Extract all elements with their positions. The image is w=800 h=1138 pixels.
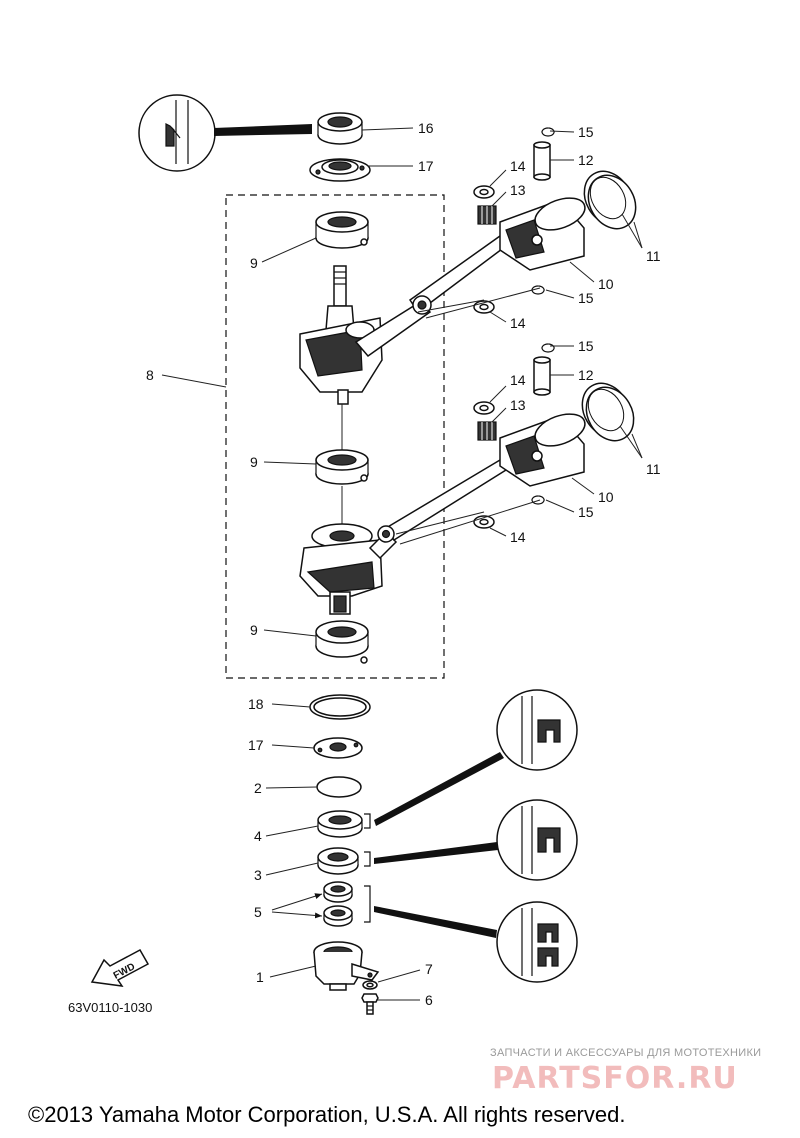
bolt-6 xyxy=(361,993,379,1015)
callout-18: 18 xyxy=(248,696,264,712)
copyright-notice: ©2013 Yamaha Motor Corporation, U.S.A. A… xyxy=(28,1102,625,1127)
oil-seal-housing-1 xyxy=(313,941,380,991)
crankshaft-upper xyxy=(299,265,383,405)
detail-pointer-4 xyxy=(374,752,504,826)
callout-10-lower: 10 xyxy=(598,489,614,505)
callout-14-top-a: 14 xyxy=(510,158,526,174)
callout-15-top-b: 15 xyxy=(578,290,594,306)
callout-9-bottom: 9 xyxy=(250,622,258,638)
o-ring-2 xyxy=(316,776,362,798)
detail-pointer-3 xyxy=(374,842,498,864)
clip-15-top-a xyxy=(541,127,555,137)
callout-3: 3 xyxy=(254,867,262,883)
callout-2: 2 xyxy=(254,780,262,796)
figure-code: 63V0110-1030 xyxy=(68,1000,152,1015)
callout-11-lower: 11 xyxy=(646,461,661,477)
callout-12-lower: 12 xyxy=(578,367,594,383)
bracket-5 xyxy=(364,885,371,923)
callout-4: 4 xyxy=(254,828,262,844)
clip-15-lower-a xyxy=(541,343,555,353)
oil-seal-3 xyxy=(317,847,359,875)
oil-seal-5-upper xyxy=(323,881,353,903)
bearing-9-bottom xyxy=(315,620,369,664)
callout-15-top-a: 15 xyxy=(578,124,594,140)
bracket-4 xyxy=(364,813,371,829)
piston-10-lower xyxy=(499,413,586,487)
clip-15-top-b xyxy=(531,285,545,295)
callout-6: 6 xyxy=(425,992,433,1008)
clip-15-lower-b xyxy=(531,495,545,505)
washer-7 xyxy=(362,980,378,990)
oil-seal-4 xyxy=(317,810,363,838)
seal-orientation-detail-5 xyxy=(496,901,578,983)
piston-rings-11-lower xyxy=(581,382,635,442)
callout-14-lower-a: 14 xyxy=(510,372,526,388)
watermark-brand: PARTSFOR.RU xyxy=(492,1061,738,1096)
detail-pointer-5 xyxy=(374,906,497,938)
detail-pointer-16 xyxy=(214,124,312,136)
piston-rings-11-top xyxy=(583,170,637,230)
callout-14-lower-b: 14 xyxy=(510,529,526,545)
callout-9-middle: 9 xyxy=(250,454,258,470)
fwd-arrow-icon: FWD xyxy=(90,948,150,987)
callout-13-lower: 13 xyxy=(510,397,526,413)
washer-14-lower-a xyxy=(473,401,495,415)
gasket-17-top xyxy=(309,158,371,182)
piston-pin-12-lower xyxy=(533,356,551,396)
gasket-17-bottom xyxy=(313,737,363,759)
washer-14-top-a xyxy=(473,185,495,199)
callout-10-top: 10 xyxy=(598,276,614,292)
watermark-tagline: ЗАПЧАСТИ И АКСЕССУАРЫ ДЛЯ МОТОТЕХНИКИ xyxy=(490,1047,761,1059)
o-ring-18 xyxy=(309,694,371,720)
callout-7: 7 xyxy=(425,961,433,977)
needle-bearing-13-lower xyxy=(477,421,497,441)
needle-bearing-13-top xyxy=(477,205,497,225)
seal-orientation-detail-4 xyxy=(496,689,578,771)
piston-10-top xyxy=(499,197,586,271)
piston-pin-12-top xyxy=(533,141,551,181)
callout-17-bottom: 17 xyxy=(248,737,264,753)
bearing-9-middle xyxy=(315,449,369,485)
callout-1: 1 xyxy=(256,969,264,985)
callout-12-top: 12 xyxy=(578,152,594,168)
bracket-3 xyxy=(364,851,371,867)
callout-15-lower-a: 15 xyxy=(578,338,594,354)
callout-16: 16 xyxy=(418,120,434,136)
callout-5: 5 xyxy=(254,904,262,920)
callout-17-top: 17 xyxy=(418,158,434,174)
callout-8: 8 xyxy=(146,367,154,383)
bearing-9-top xyxy=(315,211,369,249)
callout-11-top: 11 xyxy=(646,248,661,264)
oil-seal-detail-circle xyxy=(138,94,216,172)
callout-15-lower-b: 15 xyxy=(578,504,594,520)
oil-seal-5-lower xyxy=(323,905,353,927)
seal-orientation-detail-3 xyxy=(496,799,578,881)
connecting-rod-top xyxy=(354,234,507,358)
callout-9-top: 9 xyxy=(250,255,258,271)
callout-13-top: 13 xyxy=(510,182,526,198)
callout-14-top-b: 14 xyxy=(510,315,526,331)
crankshaft-lower xyxy=(299,523,383,615)
crankshaft-assembly-box xyxy=(225,194,445,679)
connecting-rod-lower xyxy=(368,458,508,560)
oil-seal-16 xyxy=(317,112,363,145)
